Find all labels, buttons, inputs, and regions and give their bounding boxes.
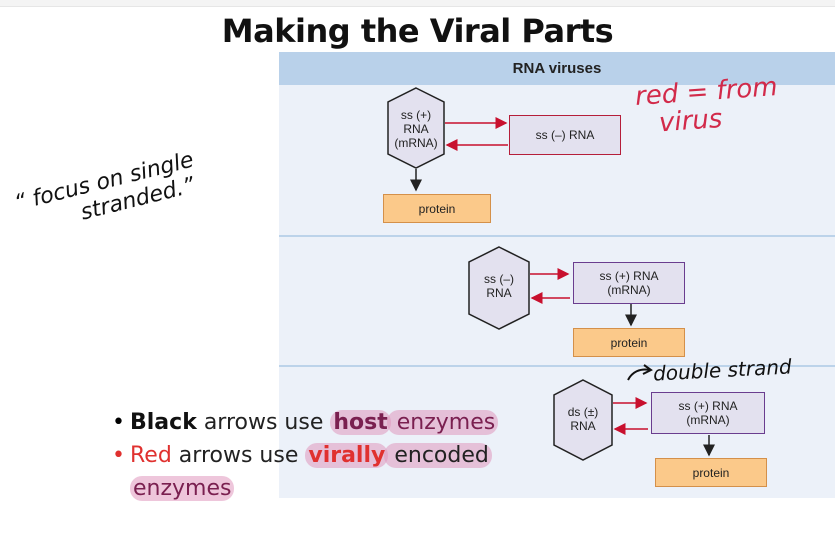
bullet-keyword: Black xyxy=(130,410,197,435)
box-label: (mRNA) xyxy=(607,283,651,297)
protein-box: protein xyxy=(383,194,491,223)
bullet-text: arrows use xyxy=(171,443,306,468)
bullet-dot: • xyxy=(112,410,125,435)
box-label: (mRNA) xyxy=(686,413,730,427)
highlight-virally: virally xyxy=(305,443,389,468)
genome-hexagon xyxy=(387,87,445,169)
bullet-text-highlighted: enzymes xyxy=(386,410,499,435)
box-label: ss (+) RNA xyxy=(678,399,738,413)
panel-divider xyxy=(279,365,835,367)
bullet-black-arrows: •Black arrows use host enzymes xyxy=(112,406,552,439)
genome-line: RNA xyxy=(403,122,429,136)
ss-minus-rna-box: ss (–) RNA xyxy=(509,115,621,155)
bullet-red-arrows: •Red arrows use virally encoded xyxy=(112,439,552,472)
ss-plus-rna-box: ss (+) RNA (mRNA) xyxy=(573,262,685,304)
protein-box: protein xyxy=(655,458,767,487)
genome-line: ss (–) xyxy=(484,272,514,286)
slide-title: Making the Viral Parts xyxy=(221,12,614,50)
ss-plus-rna-box: ss (+) RNA (mRNA) xyxy=(651,392,765,434)
genome-line: (mRNA) xyxy=(394,136,438,150)
box-label: protein xyxy=(418,201,456,216)
box-label: protein xyxy=(692,465,730,480)
genome-line: ss (+) xyxy=(400,108,432,122)
figure-arrows xyxy=(387,87,715,461)
box-label: ss (–) RNA xyxy=(535,128,595,142)
bullet-text-highlighted: encoded xyxy=(384,443,492,468)
genome-label: ss (–) RNA xyxy=(471,267,527,305)
genome-line: RNA xyxy=(486,286,512,300)
box-label: ss (+) RNA xyxy=(599,269,659,283)
panel-divider xyxy=(279,235,835,237)
bullet-text: arrows use xyxy=(196,410,331,435)
bullet-list: •Black arrows use host enzymes •Red arro… xyxy=(112,406,552,505)
single-stranded-note: “ focus on single stranded.” xyxy=(12,148,202,241)
genome-hexagon xyxy=(553,379,613,461)
bullet-keyword: Red xyxy=(130,443,172,468)
bullet-dot: • xyxy=(112,443,125,468)
genome-line: ds (±) xyxy=(567,405,599,419)
highlight-host: host xyxy=(330,410,391,435)
genome-label: ss (+) RNA (mRNA) xyxy=(390,108,442,150)
protein-box: protein xyxy=(573,328,685,357)
genome-line: RNA xyxy=(570,419,596,433)
bullet-text-highlighted: enzymes xyxy=(130,476,235,501)
genome-label: ds (±) RNA xyxy=(556,400,610,438)
figure-header: RNA viruses xyxy=(279,52,835,85)
top-strip xyxy=(0,0,835,7)
bullet-continuation: enzymes xyxy=(112,472,552,505)
box-label: protein xyxy=(610,335,648,350)
red-from-virus-note: red = from virus xyxy=(634,72,780,139)
genome-hexagon xyxy=(468,246,530,330)
